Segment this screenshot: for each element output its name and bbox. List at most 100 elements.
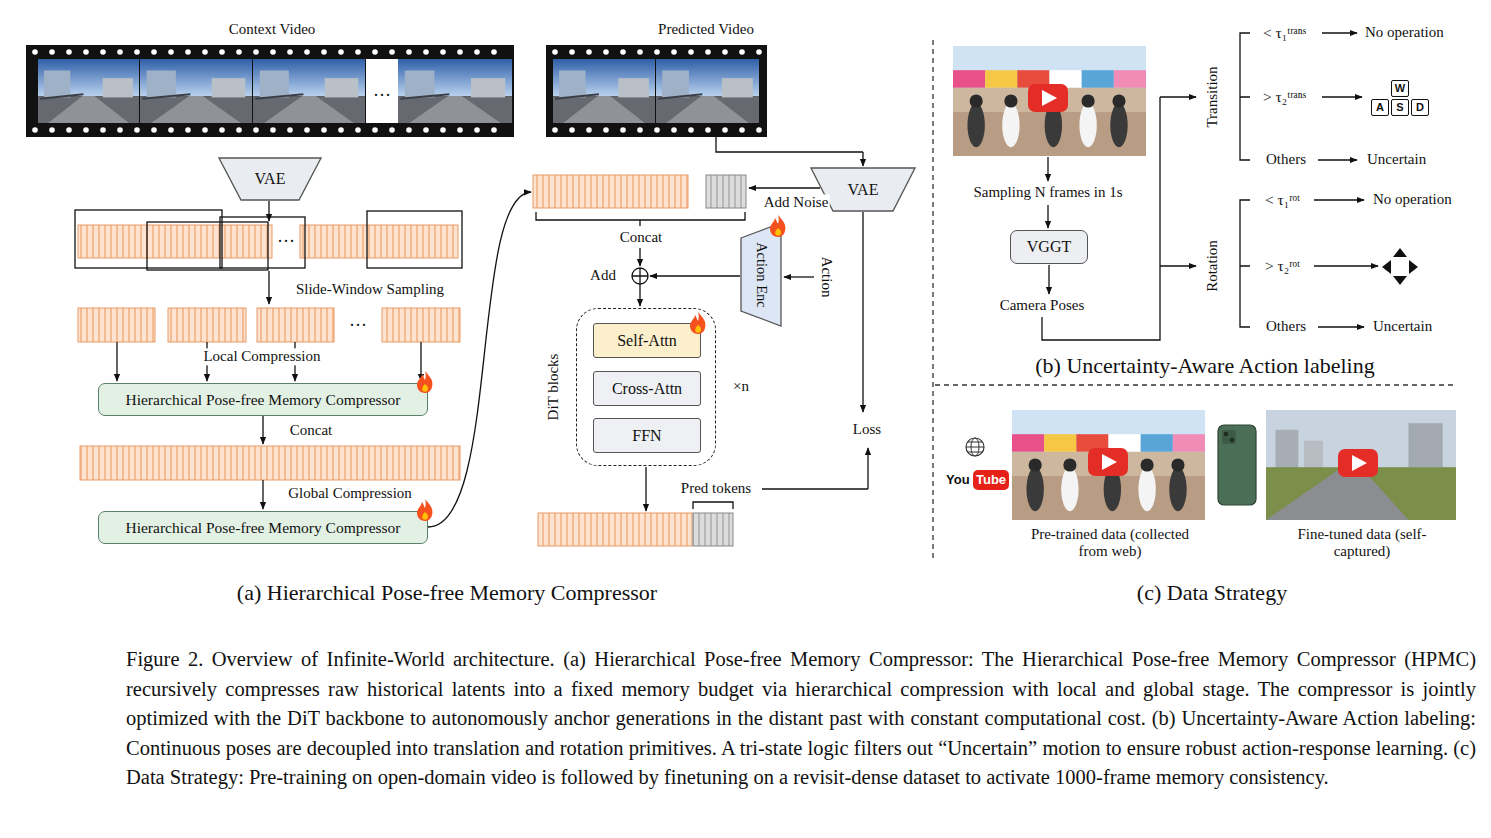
decoration xyxy=(688,127,694,133)
group-heading: DiT blocks xyxy=(545,354,562,421)
decoration xyxy=(140,96,252,123)
photo xyxy=(553,59,655,123)
line xyxy=(1240,200,1250,327)
panel-title: (a) Hierarchical Pose-free Memory Compre… xyxy=(236,580,658,605)
decoration xyxy=(586,49,592,55)
decoration xyxy=(688,49,694,55)
decoration xyxy=(32,127,38,133)
decoration xyxy=(264,96,354,123)
decoration xyxy=(66,49,72,55)
vae-encoder: VAE xyxy=(218,157,322,201)
decoration xyxy=(457,127,463,133)
process-box: Self-Attn xyxy=(593,323,701,358)
decoration xyxy=(1029,458,1042,471)
decoration xyxy=(656,96,759,123)
arrow xyxy=(1160,96,1196,97)
decoration xyxy=(1230,438,1234,442)
decoration xyxy=(1266,410,1456,520)
decoration xyxy=(409,96,500,123)
arrow xyxy=(428,192,531,527)
process-box: Cross-Attn xyxy=(593,371,701,406)
latent-token-strip xyxy=(257,308,334,342)
decoration xyxy=(559,71,586,98)
compressor-box: Hierarchical Pose-free Memory Compressor xyxy=(98,511,428,544)
decoration xyxy=(287,49,293,55)
decoration xyxy=(474,127,480,133)
decoration xyxy=(406,49,412,55)
step-label: Camera Poses xyxy=(999,297,1086,314)
decoration xyxy=(321,127,327,133)
decoration xyxy=(654,49,660,55)
node-text: Self-Attn xyxy=(617,332,677,350)
sliding-window xyxy=(75,210,222,268)
decoration xyxy=(620,49,626,55)
decoration xyxy=(985,70,1017,88)
result-label: No operation xyxy=(1372,191,1453,208)
section-title: Context Video xyxy=(228,21,317,38)
decoration xyxy=(1222,430,1236,444)
compressor-box: Hierarchical Pose-free Memory Compressor xyxy=(98,383,428,416)
decoration xyxy=(1276,430,1299,469)
step-label: Add Noise xyxy=(763,194,830,211)
process-box: VGGT xyxy=(1010,230,1088,264)
node-text: S xyxy=(1396,101,1403,113)
play-button xyxy=(1338,449,1378,477)
decoration xyxy=(212,78,246,97)
decoration xyxy=(32,49,38,55)
arrow xyxy=(1160,265,1196,266)
film-strip xyxy=(546,45,767,137)
latent-token-strip xyxy=(300,225,458,258)
node-text: W xyxy=(1395,82,1405,94)
decoration xyxy=(253,49,259,55)
node-text: FFN xyxy=(632,427,661,445)
line xyxy=(716,137,863,152)
arrow xyxy=(262,480,263,509)
line xyxy=(142,94,190,98)
step-label: Sampling N frames in 1s xyxy=(972,184,1123,201)
decoration xyxy=(260,71,289,98)
decoration xyxy=(637,127,643,133)
decoration xyxy=(474,49,480,55)
decoration xyxy=(586,127,592,133)
node-text: Tube xyxy=(976,473,1006,487)
decoration xyxy=(49,49,55,55)
decoration xyxy=(147,71,176,98)
decoration xyxy=(270,127,276,133)
line xyxy=(40,94,83,98)
decoration xyxy=(739,127,745,133)
sliding-window xyxy=(147,222,268,270)
decoration xyxy=(1082,70,1114,88)
result-label: Uncertain xyxy=(1366,151,1427,168)
node-text: VGGT xyxy=(1027,238,1071,256)
noise-token-strip xyxy=(706,175,746,208)
decoration xyxy=(202,49,208,55)
line xyxy=(932,40,933,560)
decoration xyxy=(1224,432,1228,436)
decoration xyxy=(117,127,123,133)
step-label: Slide-Window Sampling xyxy=(295,281,445,298)
latent-token-strip xyxy=(538,513,692,546)
decoration xyxy=(756,127,762,133)
arrow xyxy=(862,212,863,412)
decoration xyxy=(553,96,655,123)
decoration xyxy=(48,96,129,123)
decoration xyxy=(304,49,310,55)
latent-token-strip xyxy=(80,446,460,480)
arrow xyxy=(645,467,646,511)
image-caption: Fine-tuned data (self-captured) xyxy=(1296,526,1428,561)
decoration xyxy=(83,127,89,133)
decoration xyxy=(423,49,429,55)
line xyxy=(536,212,745,226)
ellipsis: … xyxy=(372,80,392,101)
result-label: Uncertain xyxy=(1372,318,1433,335)
decoration xyxy=(338,49,344,55)
decoration xyxy=(1012,410,1205,520)
decoration xyxy=(618,78,649,97)
play-triangle xyxy=(1042,90,1057,106)
arrow xyxy=(268,201,269,221)
decoration xyxy=(83,49,89,55)
decoration xyxy=(552,127,558,133)
decoration xyxy=(151,49,157,55)
decoration xyxy=(970,94,983,107)
